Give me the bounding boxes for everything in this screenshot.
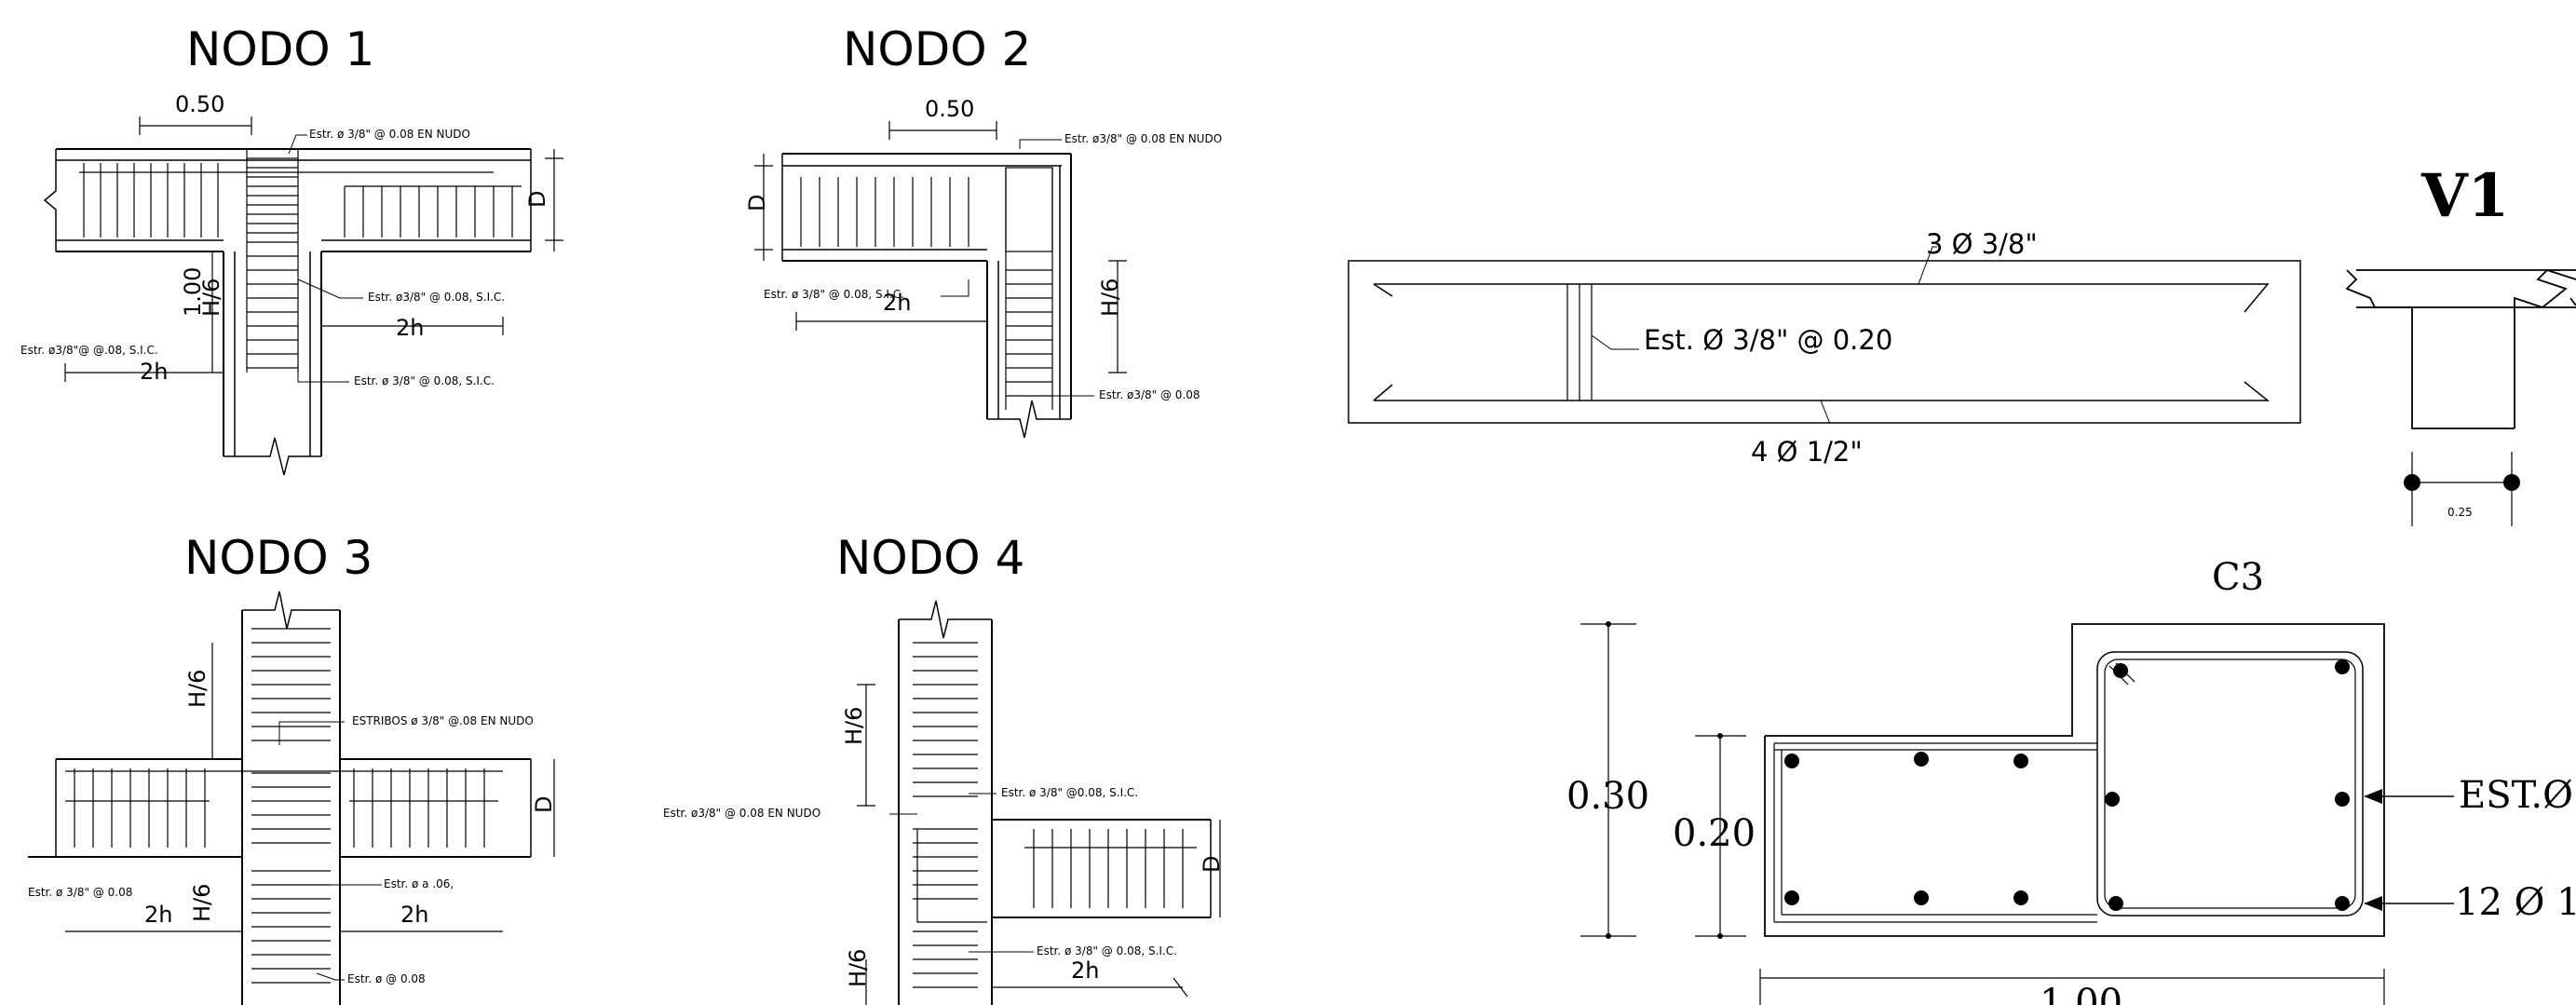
beam-elevation: 3 Ø 3/8" Est. Ø 3/8" @ 0.20 4 Ø 1/2" xyxy=(1348,228,2301,468)
nodo-3-note-bottom: Estr. ø @ 0.08 xyxy=(347,972,426,985)
nodo-4-dim-2h: 2h xyxy=(1071,957,1099,984)
nodo-4-dim-h6-bottom: H/6 xyxy=(845,949,871,987)
beam-bottom-bars: 4 Ø 1/2" xyxy=(1751,436,1863,468)
nodo-3-dim-2h-left: 2h xyxy=(144,902,172,928)
nodo-4-title: NODO 4 xyxy=(836,531,1024,585)
nodo-3-dim-d: D xyxy=(531,796,557,813)
c3-dim-030: 0.30 xyxy=(1566,775,1649,818)
nodo-1-dim-h6: H/6 xyxy=(198,278,224,317)
nodo-4-detail: NODO 4 xyxy=(663,531,1225,1005)
nodo-4-note-sic-bottom: Estr. ø 3/8" @ 0.08, S.I.C. xyxy=(1037,944,1177,957)
nodo-3-dim-2h-right: 2h xyxy=(400,902,428,928)
nodo-1-dim-050: 0.50 xyxy=(175,91,224,117)
nodo-1-note-estr-nudo: Estr. ø 3/8" @ 0.08 EN NUDO xyxy=(309,128,470,141)
nodo-2-title: NODO 2 xyxy=(843,22,1031,76)
c3-section: C3 EST.Ø 12 Ø 1/ 0.30 xyxy=(1566,556,2576,1005)
c3-label-est: EST.Ø xyxy=(2459,774,2573,817)
nodo-3-dim-h6-bottom: H/6 xyxy=(189,884,215,922)
nodo-3-note-left: Estr. ø 3/8" @ 0.08 xyxy=(28,886,132,899)
nodo-4-dim-d: D xyxy=(1199,856,1225,873)
nodo-3-title: NODO 3 xyxy=(184,531,373,585)
nodo-2-dim-h6: H/6 xyxy=(1097,278,1123,317)
nodo-2-dim-050: 0.50 xyxy=(925,96,974,122)
beam-top-bars: 3 Ø 3/8" xyxy=(1926,228,2038,260)
v1-dim-width: 0.25 xyxy=(2447,506,2473,519)
v1-title: V1 xyxy=(2420,161,2509,231)
c3-dim-020: 0.20 xyxy=(1673,812,1756,855)
nodo-3-detail: NODO 3 xyxy=(28,531,557,1005)
beam-stirrups: Est. Ø 3/8" @ 0.20 xyxy=(1644,324,1892,356)
nodo-1-note-estr-sic: Estr. ø3/8" @ 0.08, S.I.C. xyxy=(368,291,505,304)
nodo-1-detail: NODO 1 xyxy=(20,22,563,476)
nodo-4-note-nudo: Estr. ø3/8" @ 0.08 EN NUDO xyxy=(663,807,820,820)
nodo-4-dim-h6-top: H/6 xyxy=(841,707,867,745)
nodo-2-dim-d: D xyxy=(744,195,770,211)
v1-section: V1 0.25 xyxy=(2345,161,2576,526)
nodo-2-note-estr-bottom: Estr. ø3/8" @ 0.08 xyxy=(1099,388,1200,401)
nodo-2-dim-2h: 2h xyxy=(883,290,911,316)
nodo-2-note-estr-nudo: Estr. ø3/8" @ 0.08 EN NUDO xyxy=(1064,132,1222,145)
nodo-1-dim-100: 1.00 xyxy=(180,267,206,317)
nodo-3-note-a06: Estr. ø a .06, xyxy=(384,877,454,890)
nodo-3-dim-h6-top: H/6 xyxy=(184,670,210,708)
nodo-1-note-estr-left: Estr. ø3/8"@ @.08, S.I.C. xyxy=(20,344,158,357)
c3-title: C3 xyxy=(2212,556,2264,599)
nodo-1-dim-2h-right: 2h xyxy=(396,315,424,341)
c3-dim-100: 1.00 xyxy=(2040,982,2122,1005)
nodo-2-note-estr-sic: Estr. ø 3/8" @ 0.08, S.I.C. xyxy=(764,288,904,301)
nodo-1-dim-2h-left: 2h xyxy=(140,359,168,385)
nodo-2-detail: NODO 2 0.50 xyxy=(744,22,1222,439)
c3-label-bars: 12 Ø 1/ xyxy=(2455,881,2576,924)
nodo-1-dim-d: D xyxy=(524,191,550,208)
nodo-1-note-estr-bottom: Estr. ø 3/8" @ 0.08, S.I.C. xyxy=(354,374,495,387)
nodo-3-note-estribos: ESTRIBOS ø 3/8" @.08 EN NUDO xyxy=(352,714,534,727)
nodo-4-note-sic-top: Estr. ø 3/8" @0.08, S.I.C. xyxy=(1001,786,1138,799)
nodo-1-title: NODO 1 xyxy=(186,22,374,76)
